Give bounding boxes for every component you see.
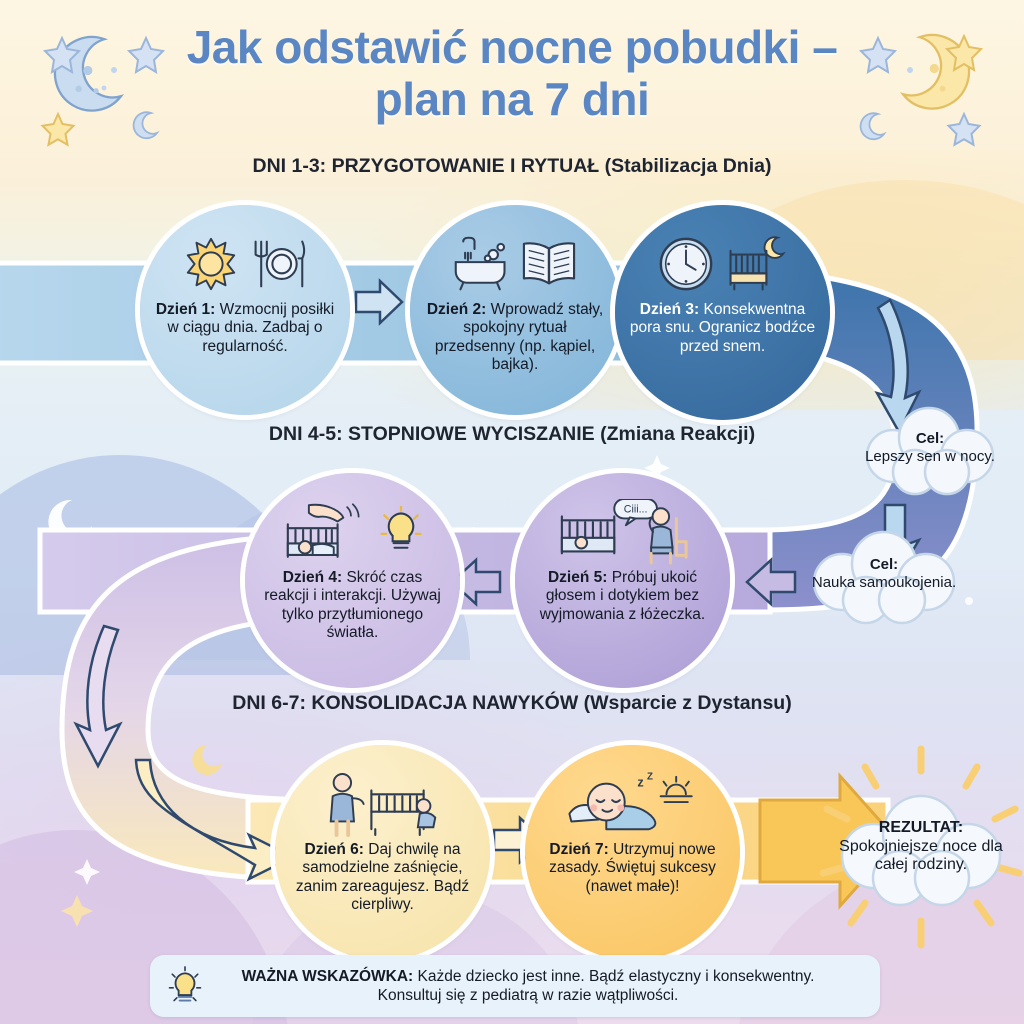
day-node-dzien-3[interactable]: Dzień 3: Konsekwentna pora snu. Ogranicz… <box>615 205 830 420</box>
crib-icon <box>369 789 425 837</box>
crib-baby-icon <box>415 798 436 829</box>
section-heading-bold: DNI 1-3: PRZYGOTOWANIE I RYTUAŁ <box>252 155 600 177</box>
section-heading-paren: (Wsparcie z Dystansu) <box>578 692 792 714</box>
day-node-dzien-2[interactable]: Dzień 2: Wprowadź stały, spokojny rytuał… <box>410 205 620 415</box>
star-dot <box>120 805 126 811</box>
section-heading-paren: (Zmiana Reakcji) <box>594 423 756 445</box>
section-heading-dni-1-3: DNI 1-3: PRZYGOTOWANIE I RYTUAŁ (Stabili… <box>0 155 1024 178</box>
parent-and-crib-icon <box>329 773 436 837</box>
sunrise-icon <box>659 775 693 804</box>
star-dot <box>470 527 477 534</box>
day-1-label: Dzień 1: <box>155 301 216 318</box>
clock-icon <box>659 237 712 291</box>
hand-patting-crib-icon <box>286 503 359 558</box>
day-5-label: Dzień 5: <box>547 569 608 586</box>
day-4-text: Dzień 4: Skróć czas reakcji i interakcji… <box>259 569 446 642</box>
day-5-icons: Ciii... <box>558 499 688 565</box>
goal-label: Cel: <box>915 430 945 448</box>
tip-body: Każde dziecko jest inne. Bądź elastyczny… <box>377 967 815 1004</box>
day-6-icons <box>323 771 443 837</box>
speech-bubble-text: Ciii... <box>623 504 647 516</box>
day-node-dzien-4[interactable]: Dzień 4: Skróć czas reakcji i interakcji… <box>245 473 460 688</box>
section-heading-paren: (Stabilizacja Dnia) <box>599 155 772 177</box>
day-node-dzien-1[interactable]: Dzień 1: Wzmocnij posiłki w ciągu dnia. … <box>140 205 350 415</box>
svg-text:Z: Z <box>647 772 653 783</box>
sleeping-baby-icon: z Z <box>568 772 693 831</box>
day-1-text: Dzień 1: Wzmocnij posiłki w ciągu dnia. … <box>154 301 336 356</box>
day-2-icons <box>452 231 578 297</box>
star-dot <box>108 680 113 685</box>
goal-body: Nauka samoukojenia. <box>811 574 957 591</box>
goal-label: Cel: <box>869 556 899 574</box>
lightbulb-icon <box>379 506 422 549</box>
day-3-label: Dzień 3: <box>639 301 700 318</box>
goal-cloud-cel-1: Cel: Lepszy sen w nocy. <box>855 398 1005 498</box>
day-2-text: Dzień 2: Wprowadź stały, spokojny rytuał… <box>424 301 606 374</box>
day-7-label: Dzień 7: <box>549 841 609 858</box>
day-3-text: Dzień 3: Konsekwentna pora snu. Ogranicz… <box>629 301 816 356</box>
speech-bubble-icon: Ciii... <box>612 499 658 527</box>
day-4-body: Skróć czas reakcji i interakcji. Używaj … <box>264 569 441 641</box>
day-node-dzien-6[interactable]: Dzień 6: Daj chwilę na samodzielne zaśni… <box>275 745 490 960</box>
title-line-2: plan na 7 dni <box>374 72 650 125</box>
section-heading-bold: DNI 6-7: KONSOLIDACJA NAWYKÓW <box>232 692 579 714</box>
important-tip-banner: WAŻNA WSKAZÓWKA: Każde dziecko jest inne… <box>150 955 880 1017</box>
crib-icon <box>560 515 615 555</box>
section-heading-dni-6-7: DNI 6-7: KONSOLIDACJA NAWYKÓW (Wsparcie … <box>0 692 1024 715</box>
parent-sitting-icon <box>648 507 688 565</box>
day-7-body: Utrzymuj nowe zasady. Świętuj sukcesy (n… <box>549 841 716 895</box>
goal-body: Lepszy sen w nocy. <box>865 448 995 465</box>
day-4-icons <box>284 499 422 565</box>
zzz-icon: z Z <box>637 772 653 790</box>
day-5-body: Próbuj ukoić głosem i dotykiem bez wyjmo… <box>539 569 706 623</box>
bathtub-icon <box>454 236 506 291</box>
day-2-body: Wprowadź stały, spokojny rytuał przedsen… <box>434 301 604 373</box>
title-line-1: Jak odstawić nocne pobudki – <box>186 21 838 73</box>
page-title: Jak odstawić nocne pobudki – plan na 7 d… <box>0 21 1024 125</box>
tip-label: WAŻNA WSKAZÓWKA: <box>241 967 414 985</box>
section-heading-bold: DNI 4-5: STOPNIOWE WYCISZANIE <box>268 423 595 445</box>
result-label: REZULTAT: <box>878 818 964 836</box>
day-6-text: Dzień 6: Daj chwilę na samodzielne zaśni… <box>289 841 476 914</box>
goal-cloud-cel-2: Cel: Nauka samoukojenia. <box>800 522 968 626</box>
day-6-label: Dzień 6: <box>304 841 364 858</box>
result-cloud-text: REZULTAT: Spokojniejsze noce dla całej r… <box>828 819 1014 876</box>
day-1-body: Wzmocnij posiłki w ciągu dnia. Zadbaj o … <box>167 301 335 355</box>
day-3-icons <box>657 231 789 297</box>
day-3-body: Konsekwentna pora snu. Ogranicz bodźce p… <box>629 301 816 355</box>
day-7-text: Dzień 7: Utrzymuj nowe zasady. Świętuj s… <box>539 841 726 896</box>
parent-standing-icon <box>329 773 365 837</box>
crib-moon-icon <box>728 236 786 291</box>
goal-cloud-text: Cel: Lepszy sen w nocy. <box>857 430 1003 465</box>
day-4-label: Dzień 4: <box>282 569 343 586</box>
sun-icon <box>186 237 236 291</box>
crib-parent-icon: Ciii... <box>560 499 688 565</box>
goal-cloud-text: Cel: Nauka samoukojenia. <box>804 556 964 591</box>
day-node-dzien-7[interactable]: z Z <box>525 745 740 960</box>
open-book-icon <box>522 242 576 285</box>
star-cluster-right <box>858 33 984 147</box>
result-body: Spokojniejsze noce dla całej rodziny. <box>839 837 1003 874</box>
plate-cutlery-icon <box>254 240 306 288</box>
sunburst-decor-icon <box>819 745 1023 949</box>
svg-text:z: z <box>637 776 643 790</box>
tip-text: WAŻNA WSKAZÓWKA: Każde dziecko jest inne… <box>212 967 862 1006</box>
lightbulb-icon <box>168 966 202 1002</box>
day-6-body: Daj chwilę na samodzielne zaśnięcie, zan… <box>295 841 470 913</box>
day-2-label: Dzień 2: <box>426 301 487 318</box>
result-cloud: REZULTAT: Spokojniejsze noce dla całej r… <box>828 786 1014 908</box>
day-5-text: Dzień 5: Próbuj ukoić głosem i dotykiem … <box>529 569 716 624</box>
day-node-dzien-5[interactable]: Ciii... <box>515 473 730 688</box>
star-cluster-left <box>40 35 166 147</box>
day-7-icons: z Z <box>565 771 700 837</box>
day-1-icons <box>182 231 308 297</box>
